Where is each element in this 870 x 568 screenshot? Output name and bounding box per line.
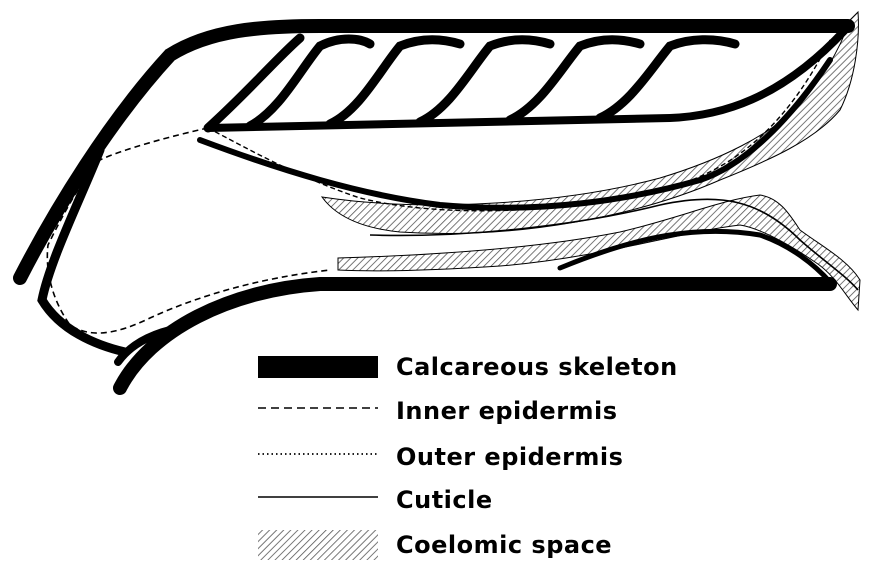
legend-label: Inner epidermis xyxy=(396,396,618,426)
legend-item-outer-epidermis: Outer epidermis xyxy=(258,440,778,476)
legend-item-cuticle: Cuticle xyxy=(258,483,778,519)
legend-label: Outer epidermis xyxy=(396,442,623,472)
legend-label: Coelomic space xyxy=(396,530,612,560)
legend-item-coelomic-space: Coelomic space xyxy=(258,528,778,564)
legend-item-skeleton: Calcareous skeleton xyxy=(258,350,778,386)
skeleton-rib xyxy=(600,40,735,118)
legend-label: Calcareous skeleton xyxy=(396,352,678,382)
legend-label: Cuticle xyxy=(396,485,493,515)
skeleton-front-wall xyxy=(42,150,125,352)
coelomic-space xyxy=(322,12,860,310)
skeleton-top-wall xyxy=(20,26,848,278)
legend-item-inner-epidermis: Inner epidermis xyxy=(258,394,778,430)
skeleton-rib xyxy=(208,38,300,128)
